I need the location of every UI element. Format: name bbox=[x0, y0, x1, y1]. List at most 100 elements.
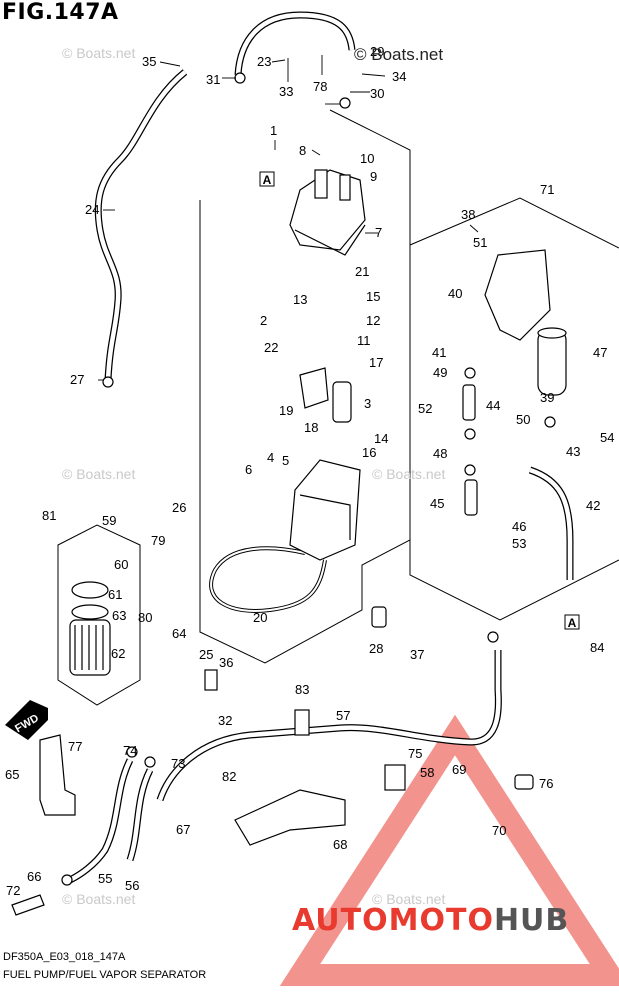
brand-logo-text: AUTOMOTOHUB bbox=[292, 903, 569, 938]
callout-30: 30 bbox=[370, 86, 384, 101]
callout-64: 64 bbox=[172, 626, 186, 641]
callout-2: 2 bbox=[260, 313, 267, 328]
callout-44: 44 bbox=[486, 398, 500, 413]
callout-77: 77 bbox=[68, 739, 82, 754]
watermark-main: © Boats.net bbox=[354, 45, 444, 64]
ref-marker-a-top-label: A bbox=[263, 173, 272, 187]
callout-84: 84 bbox=[590, 640, 604, 655]
bracket-40 bbox=[484, 249, 551, 341]
callout-58: 58 bbox=[420, 765, 434, 780]
bracket-65 bbox=[39, 734, 76, 816]
callout-16: 16 bbox=[362, 445, 376, 460]
callout-59: 59 bbox=[102, 513, 116, 528]
callout-72: 72 bbox=[6, 883, 20, 898]
brand-part2: HUB bbox=[493, 903, 570, 938]
fuel-pump bbox=[299, 367, 352, 423]
vapor-canister bbox=[537, 327, 567, 396]
callout-81: 81 bbox=[42, 508, 56, 523]
callout-37: 37 bbox=[410, 647, 424, 662]
callout-18: 18 bbox=[304, 420, 318, 435]
callout-22: 22 bbox=[264, 340, 278, 355]
callout-9: 9 bbox=[370, 169, 377, 184]
callout-55: 55 bbox=[98, 871, 112, 886]
callout-80: 80 bbox=[138, 610, 152, 625]
callout-1: 1 bbox=[270, 123, 277, 138]
footer-caption: FUEL PUMP/FUEL VAPOR SEPARATOR bbox=[3, 969, 207, 981]
callout-53: 53 bbox=[512, 536, 526, 551]
watermark-faint-5: © Boats.net bbox=[372, 891, 446, 907]
ref-marker-a-right-label: A bbox=[568, 616, 577, 630]
callout-62: 62 bbox=[111, 646, 125, 661]
callout-50: 50 bbox=[516, 412, 530, 427]
callout-79: 79 bbox=[151, 533, 165, 548]
callout-69: 69 bbox=[452, 762, 466, 777]
callout-78: 78 bbox=[313, 79, 327, 94]
callout-13: 13 bbox=[293, 292, 307, 307]
callout-75: 75 bbox=[408, 746, 422, 761]
callout-36: 36 bbox=[219, 655, 233, 670]
callout-24: 24 bbox=[85, 202, 99, 217]
fuel-filter bbox=[69, 581, 111, 676]
callout-12: 12 bbox=[366, 313, 380, 328]
callout-34: 34 bbox=[392, 69, 406, 84]
callout-3: 3 bbox=[364, 396, 371, 411]
callout-15: 15 bbox=[366, 289, 380, 304]
vapor-separator-box bbox=[199, 109, 619, 664]
callout-39: 39 bbox=[540, 390, 554, 405]
callout-66: 66 bbox=[27, 869, 41, 884]
callout-56: 56 bbox=[125, 878, 139, 893]
callout-7: 7 bbox=[375, 225, 382, 240]
callout-51: 51 bbox=[473, 235, 487, 250]
separator-cover bbox=[289, 169, 366, 256]
clamps bbox=[11, 72, 556, 916]
hose-42 bbox=[528, 466, 574, 580]
callout-42: 42 bbox=[586, 498, 600, 513]
figure-title: FIG.147A bbox=[2, 0, 119, 25]
callout-27: 27 bbox=[70, 372, 84, 387]
callout-40: 40 bbox=[448, 286, 462, 301]
callout-33: 33 bbox=[279, 84, 293, 99]
callout-32: 32 bbox=[218, 713, 232, 728]
fuel-filter-frame bbox=[57, 524, 141, 706]
watermark-faint-1: © Boats.net bbox=[62, 45, 136, 61]
callout-54: 54 bbox=[600, 430, 614, 445]
callout-73: 73 bbox=[171, 756, 185, 771]
watermark-faint-3: © Boats.net bbox=[372, 466, 446, 482]
watermark-faint-4: © Boats.net bbox=[62, 891, 136, 907]
callout-6: 6 bbox=[245, 462, 252, 477]
callout-68: 68 bbox=[333, 837, 347, 852]
fwd-arrow: FWD bbox=[5, 700, 48, 740]
callout-19: 19 bbox=[279, 403, 293, 418]
callout-28: 28 bbox=[369, 641, 383, 656]
separator-case bbox=[289, 459, 361, 561]
brand-triangle-logo bbox=[279, 714, 619, 986]
callout-23: 23 bbox=[257, 54, 271, 69]
callout-21: 21 bbox=[355, 264, 369, 279]
callout-57: 57 bbox=[336, 708, 350, 723]
callout-31: 31 bbox=[206, 72, 220, 87]
callout-49: 49 bbox=[433, 365, 447, 380]
callout-29: 29 bbox=[370, 44, 384, 59]
callout-43: 43 bbox=[566, 444, 580, 459]
ref-marker-a-top: A bbox=[259, 171, 275, 187]
callout-63: 63 bbox=[112, 608, 126, 623]
bracket-68 bbox=[234, 789, 346, 846]
callout-20: 20 bbox=[253, 610, 267, 625]
callout-41: 41 bbox=[432, 345, 446, 360]
callout-82: 82 bbox=[222, 769, 236, 784]
callout-14: 14 bbox=[374, 431, 388, 446]
ref-marker-a-right: A bbox=[564, 614, 580, 630]
callout-10: 10 bbox=[360, 151, 374, 166]
callout-47: 47 bbox=[593, 345, 607, 360]
callout-46: 46 bbox=[512, 519, 526, 534]
callout-65: 65 bbox=[5, 767, 19, 782]
callout-67: 67 bbox=[176, 822, 190, 837]
callout-70: 70 bbox=[492, 823, 506, 838]
callout-35: 35 bbox=[142, 54, 156, 69]
callout-4: 4 bbox=[267, 450, 274, 465]
callout-61: 61 bbox=[108, 587, 122, 602]
watermark-faint-2: © Boats.net bbox=[62, 466, 136, 482]
leader-lines bbox=[98, 55, 479, 381]
